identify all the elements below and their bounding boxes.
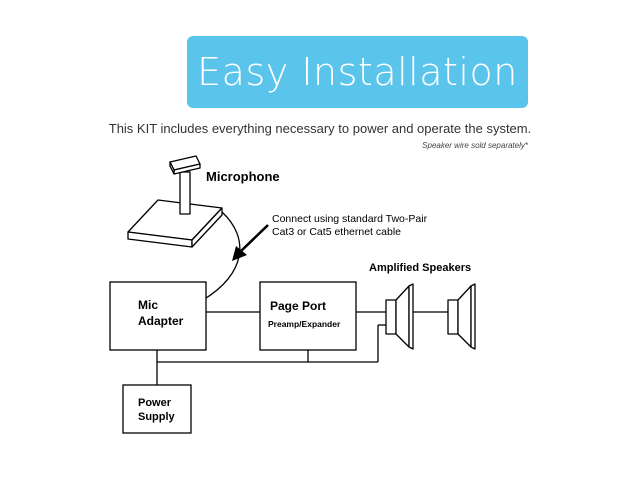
speaker-wire-footnote: Speaker wire sold separately* xyxy=(422,141,528,150)
page-port-label-line2: Preamp/Expander xyxy=(268,319,341,329)
intro-text: This KIT includes everything necessary t… xyxy=(108,121,532,136)
pointer-arrow-icon xyxy=(232,224,269,261)
speaker-1-icon xyxy=(385,283,414,350)
amplified-speakers-label: Amplified Speakers xyxy=(369,262,471,274)
page-port-box xyxy=(259,281,357,351)
power-supply-box xyxy=(122,384,192,434)
power-supply-label-line1: Power xyxy=(138,397,172,409)
speaker-2-icon xyxy=(447,283,476,350)
microphone-icon xyxy=(127,155,223,248)
microphone-label: Microphone xyxy=(206,169,280,184)
mic-adapter-label-line2: Adapter xyxy=(138,314,184,328)
cable-note-line2: Cat3 or Cat5 ethernet cable xyxy=(272,226,401,238)
mic-adapter-box xyxy=(109,281,207,351)
mic-adapter-label-line1: Mic xyxy=(138,298,158,312)
power-supply-label-line2: Supply xyxy=(138,411,176,423)
banner-title: Easy Installation xyxy=(197,50,518,94)
page-port-label-line1: Page Port xyxy=(270,299,326,313)
cable-note-line1: Connect using standard Two-Pair xyxy=(272,213,428,225)
wiring-lines xyxy=(156,311,448,385)
title-banner: Easy Installation xyxy=(187,36,528,108)
